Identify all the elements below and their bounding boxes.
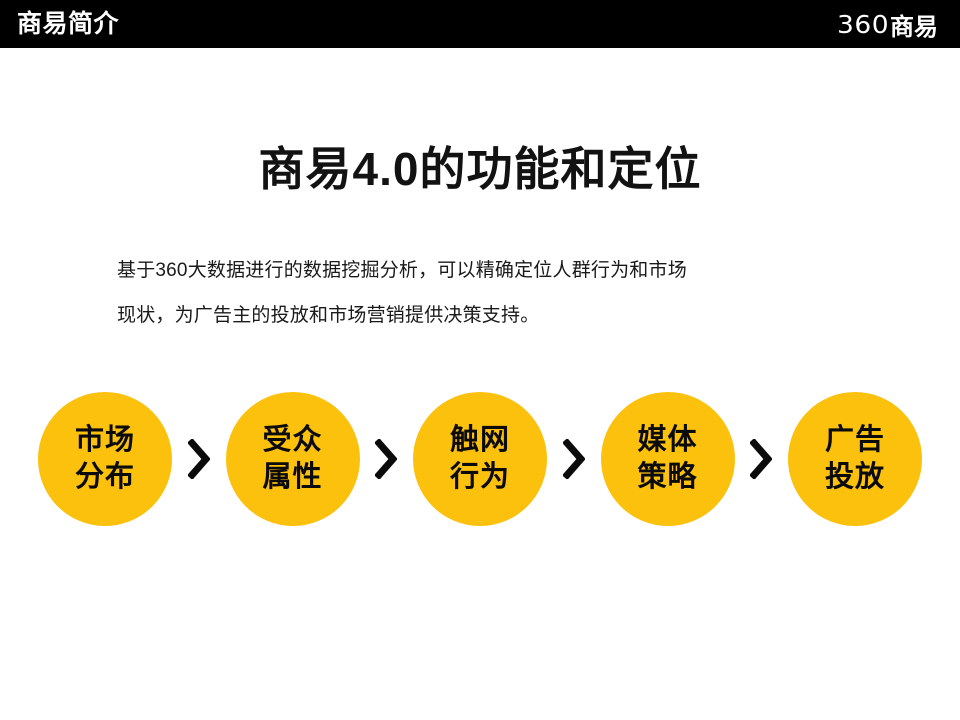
- flow-node-ad-delivery[interactable]: 广告 投放: [788, 392, 922, 526]
- flow-node-label-line1: 受众: [262, 424, 323, 456]
- flow-node-label-line1: 市场: [74, 424, 135, 456]
- flow-node-internet-behavior[interactable]: 触网 行为: [413, 392, 547, 526]
- chevron-right-icon: [371, 435, 401, 483]
- body-line-1: 基于360大数据进行的数据挖掘分析，可以精确定位人群行为和市场: [117, 260, 687, 281]
- flow-node-label-line1: 广告: [824, 424, 885, 456]
- page-title: 商易简介: [17, 10, 120, 38]
- flow-node-label-line1: 媒体: [637, 424, 698, 456]
- brand-logo: 360 商易: [836, 9, 938, 41]
- body-line-2: 现状，为广告主的投放和市场营销提供决策支持。: [117, 305, 540, 326]
- flow-node-label-line2: 属性: [262, 461, 323, 493]
- chevron-right-icon: [559, 435, 589, 483]
- flow-node-label-line2: 投放: [824, 461, 885, 493]
- flow-diagram: 市场 分布 受众 属性 触网 行为 媒体 策略 广告 投放: [38, 391, 922, 527]
- chevron-right-icon: [184, 435, 214, 483]
- brand-logo-number: 360: [836, 9, 889, 39]
- flow-node-label-line2: 分布: [74, 461, 135, 493]
- flow-node-audience-attributes[interactable]: 受众 属性: [225, 392, 360, 526]
- brand-logo-name: 商易: [890, 13, 938, 41]
- slide-title: 商易4.0的功能和定位: [258, 143, 702, 195]
- flow-node-media-strategy[interactable]: 媒体 策略: [600, 392, 735, 526]
- flow-node-label-line1: 触网: [449, 424, 510, 456]
- flow-node-market-distribution[interactable]: 市场 分布: [38, 392, 172, 526]
- header-bar: 商易简介 360 商易: [0, 0, 960, 48]
- slide-body-text: 基于360大数据进行的数据挖掘分析，可以精确定位人群行为和市场 现状，为广告主的…: [117, 248, 897, 338]
- flow-node-label-line2: 策略: [637, 461, 698, 493]
- flow-node-label-line2: 行为: [449, 461, 510, 493]
- chevron-right-icon: [746, 435, 776, 483]
